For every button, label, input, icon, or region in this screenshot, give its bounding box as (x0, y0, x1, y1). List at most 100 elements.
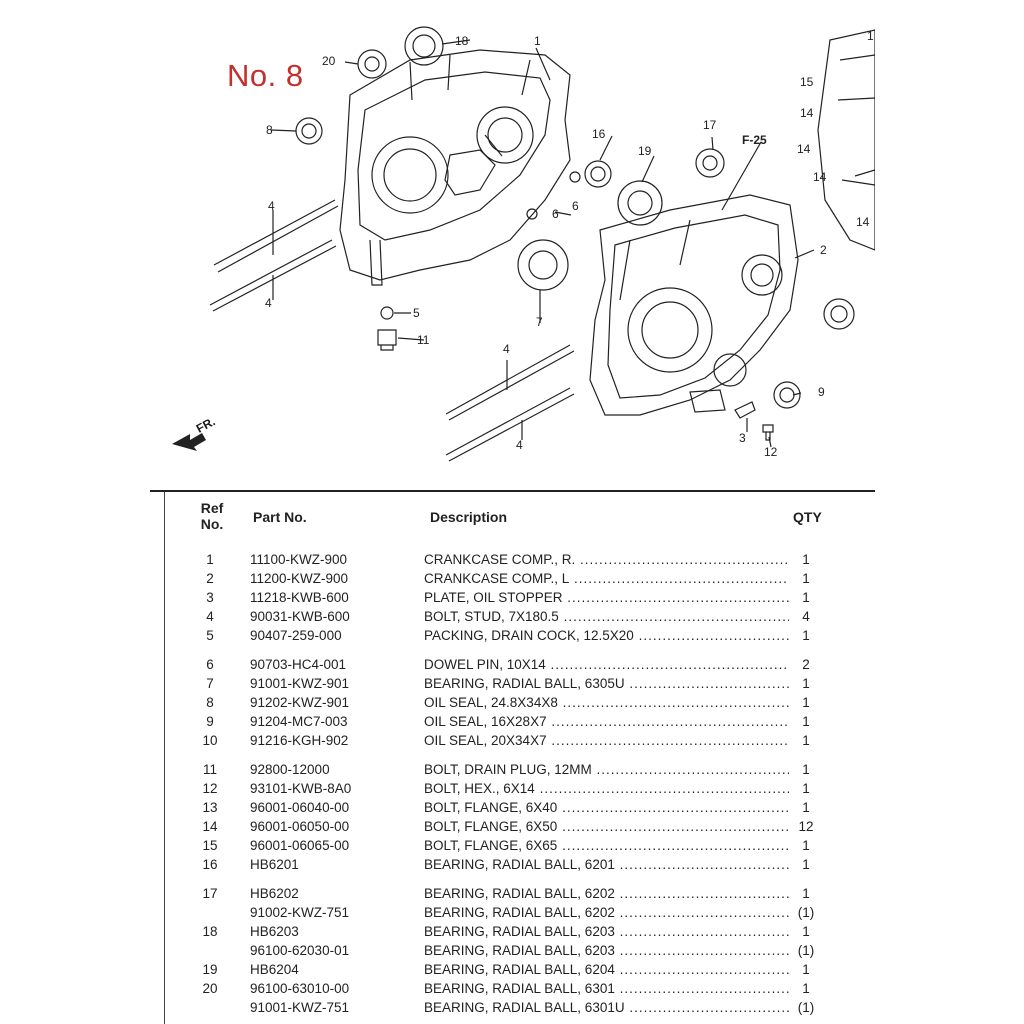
description-cell: OIL SEAL, 24.8X34X8 (424, 695, 789, 710)
part-no-cell: 91002-KWZ-751 (250, 905, 350, 920)
description-cell: BOLT, FLANGE, 6X65 (424, 838, 789, 853)
crankcase-drawing (172, 26, 875, 462)
ref-cell: 3 (206, 590, 214, 605)
header-ref-no: Ref No. (200, 500, 224, 532)
ref-cell: 14 (202, 819, 218, 834)
callout-14d: 14 (856, 215, 870, 229)
part-no-cell: 90703-HC4-001 (250, 657, 347, 672)
callout-5: 5 (413, 306, 420, 320)
ref-cell: 19 (202, 962, 218, 977)
ref-cell: 7 (206, 676, 214, 691)
qty-cell: 2 (802, 657, 810, 672)
part-no-cell: 96001-06040-00 (250, 800, 350, 815)
part-no-cell: 91001-KWZ-901 (250, 676, 350, 691)
table-row: 7 91001-KWZ-901 BEARING, RADIAL BALL, 6305… (150, 676, 875, 695)
table-row: 5 90407-259-000 PACKING, DRAIN COCK, 12.5X… (150, 628, 875, 647)
ref-cell: 1 (206, 552, 214, 567)
callout-18: 18 (455, 34, 469, 48)
callout-9: 9 (818, 385, 825, 399)
parts-catalog-sheet: No. 8 FR. 1 2 3 4 4 4 4 5 6 6 7 8 9 11 1… (150, 0, 875, 1024)
table-top-rule (150, 490, 875, 492)
description-cell: BEARING, RADIAL BALL, 6305U (424, 676, 789, 691)
ref-cell: 8 (206, 695, 214, 710)
ref-cell: 10 (202, 733, 218, 748)
header-qty: QTY (793, 509, 822, 525)
description-cell: BOLT, STUD, 7X180.5 (424, 609, 789, 624)
description-cell: BEARING, RADIAL BALL, 6203 (424, 943, 789, 958)
part-no-cell: 96100-62030-01 (250, 943, 350, 958)
callout-8: 8 (266, 123, 273, 137)
qty-cell: 12 (798, 819, 814, 834)
description-cell: BEARING, RADIAL BALL, 6202 (424, 886, 789, 901)
callout-6a: 6 (552, 207, 559, 221)
table-row: 96100-62030-01 BEARING, RADIAL BALL, 6203… (150, 943, 875, 962)
callout-4b: 4 (265, 296, 272, 310)
callout-16: 16 (592, 127, 606, 141)
qty-cell: (1) (797, 1000, 815, 1015)
description-cell: BEARING, RADIAL BALL, 6204 (424, 962, 789, 977)
callout-2: 2 (820, 243, 827, 257)
callout-4d: 4 (516, 438, 523, 452)
part-no-cell: 90407-259-000 (250, 628, 342, 643)
ref-cell: 17 (202, 886, 218, 901)
callout-1-cover: 1 (867, 29, 874, 43)
description-cell: PLATE, OIL STOPPER (424, 590, 789, 605)
description-cell: BEARING, RADIAL BALL, 6203 (424, 924, 789, 939)
description-cell: BOLT, DRAIN PLUG, 12MM (424, 762, 789, 777)
part-no-cell: 91202-KWZ-901 (250, 695, 350, 710)
qty-cell: 1 (802, 733, 810, 748)
callout-14a: 14 (800, 106, 814, 120)
qty-cell: 1 (802, 590, 810, 605)
table-row: 6 90703-HC4-001 DOWEL PIN, 10X14 2 (150, 657, 875, 676)
qty-cell: 1 (802, 924, 810, 939)
qty-cell: 1 (802, 981, 810, 996)
part-no-cell: HB6201 (250, 857, 299, 872)
qty-cell: 1 (802, 800, 810, 815)
part-no-cell: 11218-KWB-600 (250, 590, 349, 605)
part-no-cell: 96001-06050-00 (250, 819, 350, 834)
description-cell: BEARING, RADIAL BALL, 6201 (424, 857, 789, 872)
ref-cell: 4 (206, 609, 214, 624)
part-no-cell: 91001-KWZ-751 (250, 1000, 350, 1015)
ref-cell: 9 (206, 714, 214, 729)
ref-cell: 6 (206, 657, 214, 672)
description-cell: DOWEL PIN, 10X14 (424, 657, 789, 672)
ref-cell: 20 (202, 981, 218, 996)
part-no-cell: HB6204 (250, 962, 299, 977)
ref-cell: 15 (202, 838, 218, 853)
header-part-no: Part No. (253, 509, 307, 525)
callout-3: 3 (739, 431, 746, 445)
ref-cell: 18 (202, 924, 218, 939)
table-left-rule (164, 492, 165, 1024)
callout-14b: 14 (797, 142, 811, 156)
part-no-cell: 93101-KWB-8A0 (250, 781, 352, 796)
callout-19: 19 (638, 144, 652, 158)
description-cell: PACKING, DRAIN COCK, 12.5X20 (424, 628, 789, 643)
qty-cell: 1 (802, 962, 810, 977)
description-cell: OIL SEAL, 20X34X7 (424, 733, 789, 748)
part-no-cell: 11100-KWZ-900 (250, 552, 348, 567)
ref-cell: 5 (206, 628, 214, 643)
callout-11: 11 (417, 333, 430, 347)
qty-cell: 1 (802, 571, 810, 586)
description-cell: BEARING, RADIAL BALL, 6301 (424, 981, 789, 996)
description-cell: OIL SEAL, 16X28X7 (424, 714, 789, 729)
qty-cell: 1 (802, 552, 810, 567)
callout-4c: 4 (503, 342, 510, 356)
ref-cell: 13 (202, 800, 218, 815)
callout-20: 20 (322, 54, 336, 68)
